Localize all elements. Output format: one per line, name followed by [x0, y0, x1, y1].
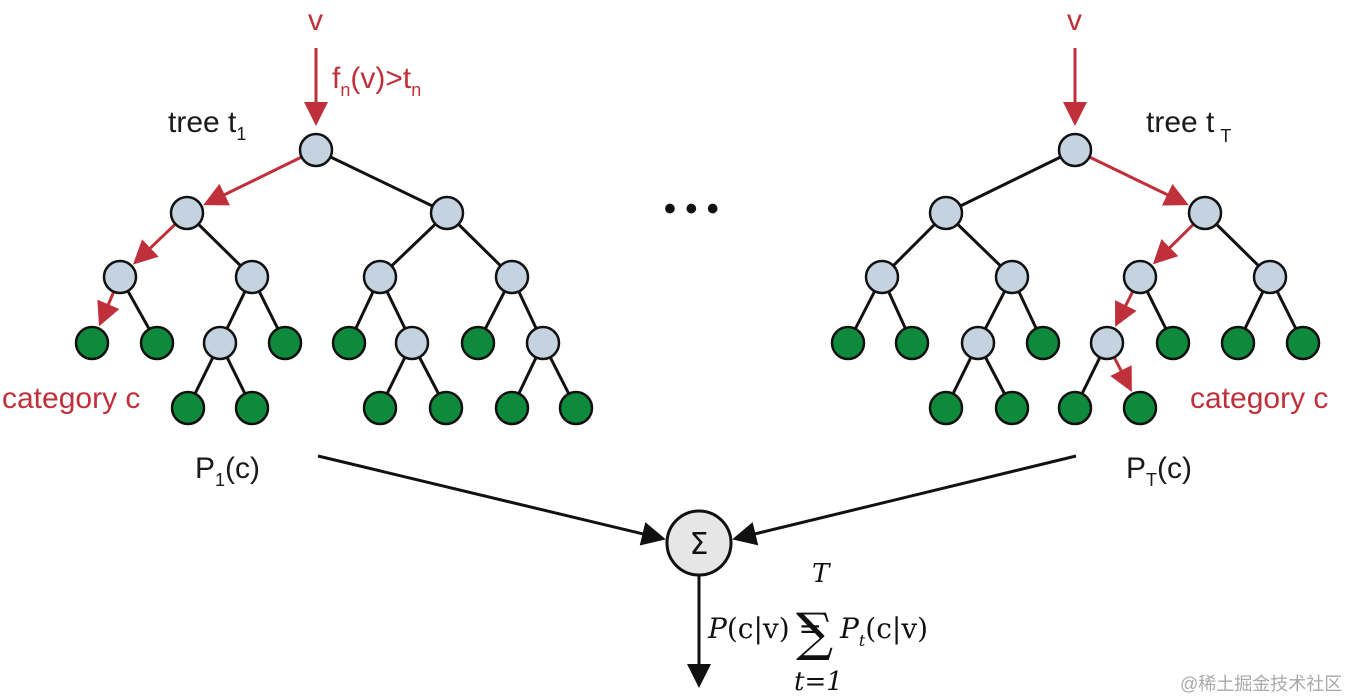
tree-left-leaf-node — [494, 390, 530, 426]
tree-right-decision-path-edge — [1115, 290, 1137, 327]
tree-right-leaf-node — [1025, 325, 1061, 361]
svg-text:Pt(c|v): Pt(c|v) — [839, 612, 928, 650]
aggregate-arrow-left — [317, 454, 666, 546]
split-test-label: fn(v)>tn — [332, 62, 421, 100]
tree-left-leaf-node — [74, 325, 110, 361]
tree-left-internal-node — [362, 259, 398, 295]
tree-right-internal-node — [1187, 195, 1223, 231]
category-label-right: category c — [1190, 382, 1328, 415]
aggregate-arrow-right — [732, 454, 1077, 546]
input-label-right: v — [1067, 4, 1082, 37]
tree-left-decision-path-edge — [133, 222, 177, 265]
tree-right-internal-node — [864, 259, 900, 295]
tree-left-internal-node — [202, 325, 238, 361]
tree-left-leaf-node — [331, 325, 367, 361]
svg-text:P(c|v) =: P(c|v) = — [707, 612, 822, 645]
tree-right-internal-node — [994, 259, 1030, 295]
tree-right-edge — [945, 148, 1076, 215]
tree-left-edge — [315, 148, 448, 215]
tree-right-leaf-node — [1220, 325, 1256, 361]
prob-label-left: P1(c) — [195, 452, 260, 490]
tree-left-leaf-node — [170, 390, 206, 426]
tree-left-internal-node — [234, 259, 270, 295]
tree-right-decision-path-edge — [1088, 155, 1189, 206]
tree-right-leaf-node — [1155, 325, 1191, 361]
tree-left-leaf-node — [362, 390, 398, 426]
tree-left-nodes — [74, 132, 594, 426]
tree-left-decision-path-edge — [203, 155, 303, 206]
tree-right-internal-node — [1057, 132, 1093, 168]
tree-left-leaf-node — [460, 325, 496, 361]
sigma-symbol: ∑ — [796, 603, 833, 663]
tree-left-internal-node — [525, 325, 561, 361]
tree-right-internal-node — [1122, 259, 1158, 295]
tree-left-internal-node — [394, 325, 430, 361]
tree-right-decision-path-edge — [1152, 223, 1195, 265]
tree-right-nodes — [830, 132, 1321, 426]
tree-right-internal-node — [1252, 259, 1288, 295]
sigma-lower: t=1 — [794, 667, 843, 697]
tree-left-leaf-node — [234, 390, 270, 426]
tree-right-leaf-node — [928, 390, 964, 426]
watermark: @稀土掘金技术社区 — [1180, 674, 1342, 694]
input-label-left: v — [308, 4, 323, 37]
tree-left-internal-node — [429, 195, 465, 231]
tree-left-leaf-node — [267, 325, 303, 361]
tree-right-edges — [846, 148, 1305, 409]
category-label-left: category c — [2, 382, 140, 415]
tree-right-leaf-node — [1122, 390, 1158, 426]
tree-left-leaf-node — [558, 390, 594, 426]
tree-right-leaf-node — [894, 325, 930, 361]
tree-right-internal-node — [928, 195, 964, 231]
tree-right-leaf-node — [830, 325, 866, 361]
sum-symbol: Σ — [690, 527, 709, 562]
tree-left-decision-path-edge — [97, 291, 120, 327]
sigma-upper: T — [812, 559, 831, 589]
ellipsis: • • • — [664, 190, 719, 228]
prob-label-right: PT(c) — [1126, 452, 1192, 490]
tree-right-leaf-node — [1057, 390, 1093, 426]
tree-right-internal-node — [960, 325, 996, 361]
tree-right-leaf-node — [1285, 325, 1321, 361]
tree-left-internal-node — [169, 195, 205, 231]
tree-left-leaf-node — [139, 325, 175, 361]
formula: P(c|v) = ∑ T t=1 Pt(c|v) — [707, 559, 928, 697]
tree-right-decision-path-edge — [1110, 356, 1132, 392]
tree-right-internal-node — [1089, 325, 1125, 361]
tree-left-internal-node — [102, 259, 138, 295]
tree-left-label: tree t1 — [168, 106, 246, 144]
tree-left-internal-node — [298, 132, 334, 168]
tree-left-leaf-node — [428, 390, 464, 426]
tree-right-leaf-node — [994, 390, 1030, 426]
tree-left-internal-node — [494, 259, 530, 295]
